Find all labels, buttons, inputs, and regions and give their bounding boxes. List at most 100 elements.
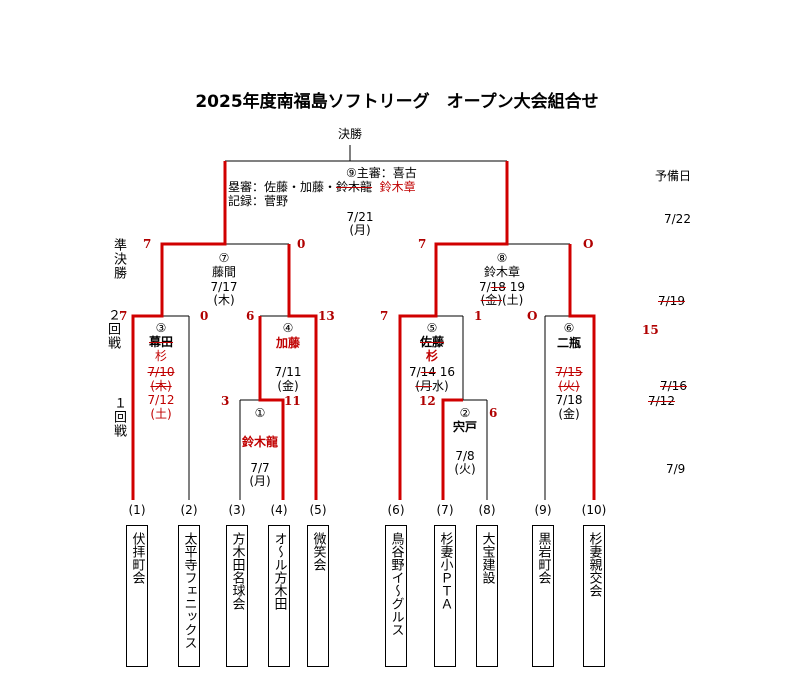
round-label-second: ２回戦 — [105, 308, 120, 350]
m6-score-left: O — [527, 309, 538, 323]
round-label-final: 決勝 — [337, 127, 363, 141]
m5-score-right: 1 — [474, 309, 483, 323]
m1-date: 7/7 — [250, 461, 270, 475]
m5-date-struck: 14 — [420, 365, 436, 379]
m3-score-left: 7 — [119, 309, 128, 323]
new-umpire: 鈴木章 — [379, 180, 416, 194]
m3-umpire-new: 杉 — [154, 349, 168, 363]
m5-no: ⑤ — [426, 321, 438, 335]
m4-score-right: 13 — [318, 309, 335, 323]
m8-day-new: (土) — [502, 293, 524, 307]
m6-umpire: 二瓶 — [556, 336, 582, 350]
reserve-label: 予備日 — [655, 169, 692, 183]
team-name: オ～ル方木田 — [271, 532, 287, 610]
m5-date-new: 16 — [439, 365, 456, 379]
round-label-semi: 準決勝 — [111, 238, 126, 280]
m2-umpire: 宍戸 — [452, 420, 478, 434]
team-box: 大宝建設 — [476, 525, 498, 667]
team-number: (6) — [387, 503, 405, 517]
m2-day: (火) — [454, 462, 476, 476]
m4-date: 7/11 — [274, 365, 302, 379]
m3-day-struck: (木) — [150, 379, 172, 393]
m3-date-struck: 7/10 — [147, 365, 175, 379]
team-number: (8) — [478, 503, 496, 517]
team-box: 黒岩町会 — [532, 525, 554, 667]
reserve-final: 7/22 — [664, 212, 691, 226]
team-name: 大宝建設 — [479, 532, 495, 584]
team-box: オ～ル方木田 — [268, 525, 290, 667]
m5-date-prefix: 7/ — [408, 365, 421, 379]
round-label-first: １回戦 — [111, 396, 126, 438]
team-name: 黒岩町会 — [535, 532, 551, 584]
m1-no: ① — [254, 406, 266, 420]
m5-score-lower: 12 — [419, 394, 436, 408]
team-box: 杉妻親交会 — [583, 525, 605, 667]
m5-umpire-struck: 佐藤 — [419, 335, 445, 349]
m3-day: (土) — [150, 407, 172, 421]
m2-no: ② — [459, 406, 471, 420]
page-title: 2025年度南福島ソフトリーグ オープン大会組合せ — [195, 92, 599, 112]
m7-umpire: 藤間 — [211, 265, 237, 279]
m8-score-right: O — [583, 237, 594, 251]
team-name: 太平寺フェニックス — [181, 532, 197, 649]
team-name: 伏拝町会 — [129, 532, 145, 584]
m4-day: (金) — [277, 379, 299, 393]
reserve-first: 7/9 — [666, 462, 686, 476]
m1-day: (月) — [249, 474, 271, 488]
team-box: 太平寺フェニックス — [178, 525, 200, 667]
m5-umpire-new: 杉 — [425, 349, 439, 363]
m5-score-left: 7 — [380, 309, 389, 323]
m6-day: (金) — [558, 407, 580, 421]
team-number: (3) — [228, 503, 246, 517]
m2-date: 7/8 — [455, 449, 475, 463]
reserve-semi: 7/19 — [658, 294, 685, 308]
team-name: 微笑会 — [310, 532, 326, 571]
team-box: 鳥谷野イ～グルス — [385, 525, 407, 667]
m6-no: ⑥ — [563, 321, 575, 335]
m5-day: (月水) — [415, 380, 448, 393]
m3-score-right: 0 — [200, 309, 209, 323]
m8-score-left: 7 — [418, 237, 427, 251]
m2-score-right: 6 — [489, 406, 498, 420]
team-number: (4) — [270, 503, 288, 517]
base-umpires: 塁審：佐藤・加藤・ — [228, 180, 337, 194]
team-name: 鳥谷野イ～グルス — [388, 532, 404, 636]
team-number: (2) — [180, 503, 198, 517]
m7-date: 7/17 — [210, 280, 238, 294]
m3-no: ③ — [155, 321, 167, 335]
m6-date: 7/18 — [555, 393, 583, 407]
m7-score-right: 0 — [297, 237, 306, 251]
m8-day: (金)(土) — [481, 294, 524, 307]
reserve-second: 7/16 — [660, 379, 687, 393]
m5-day-new: 水) — [432, 379, 449, 393]
team-name: 杉妻親交会 — [586, 532, 602, 597]
reserve-score: 15 — [642, 323, 659, 337]
team-box: 伏拝町会 — [126, 525, 148, 667]
m1-score-right: 11 — [284, 394, 301, 408]
m3-date: 7/12 — [147, 393, 175, 407]
m7-no: ⑦ — [218, 251, 230, 265]
m4-no: ④ — [282, 321, 294, 335]
m8-date-new: 19 — [509, 280, 526, 294]
m7-score-left: 7 — [143, 237, 152, 251]
team-number: (7) — [436, 503, 454, 517]
final-umpire: ⑨主審：喜古 — [346, 166, 417, 180]
m5-date: 7/14 16 — [409, 366, 455, 379]
team-name: 杉妻小ＰＴＡ — [437, 532, 453, 610]
m3-umpire-struck: 幕田 — [148, 335, 174, 349]
final-base-umpires: 塁審：佐藤・加藤・鈴木龍 鈴木章 — [228, 181, 416, 194]
m8-umpire: 鈴木章 — [483, 265, 521, 279]
m4-score-left: 6 — [246, 309, 255, 323]
m8-no: ⑧ — [496, 251, 508, 265]
m8-day-struck: (金) — [480, 293, 502, 307]
m5-day-struck: (月 — [415, 379, 432, 393]
team-number: (10) — [581, 503, 607, 517]
team-box: 杉妻小ＰＴＡ — [434, 525, 456, 667]
m8-date-struck: 18 — [490, 280, 506, 294]
final-date: 7/21 — [346, 210, 374, 224]
m1-score-left: 3 — [221, 394, 230, 408]
m6-day-struck: (火) — [558, 379, 580, 393]
m4-umpire: 加藤 — [275, 336, 301, 350]
m8-date: 7/18 19 — [479, 281, 525, 294]
